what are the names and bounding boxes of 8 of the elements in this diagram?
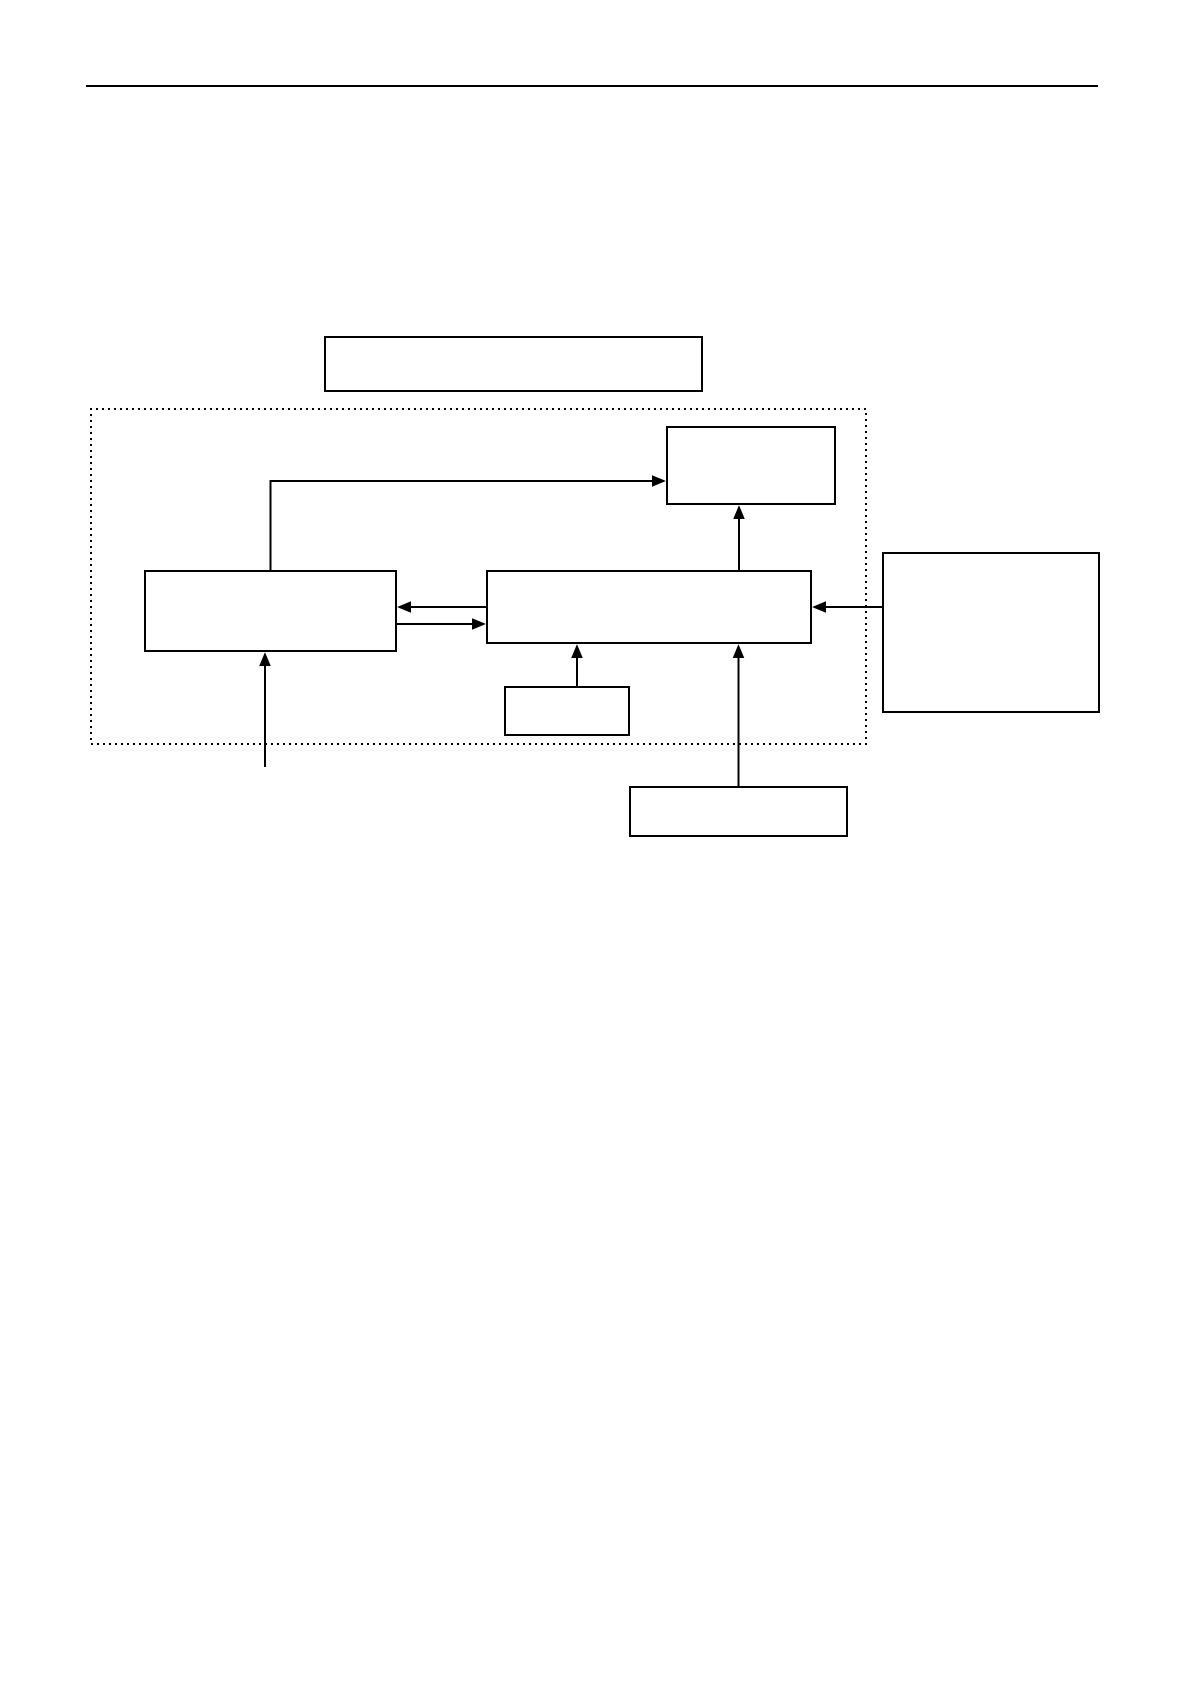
process-box — [629, 786, 848, 837]
process-box — [486, 570, 812, 644]
process-box — [144, 570, 397, 652]
dotted-frame — [90, 408, 867, 745]
process-box — [504, 686, 630, 736]
process-box — [324, 336, 703, 392]
process-box — [666, 426, 836, 505]
process-box — [882, 552, 1100, 713]
